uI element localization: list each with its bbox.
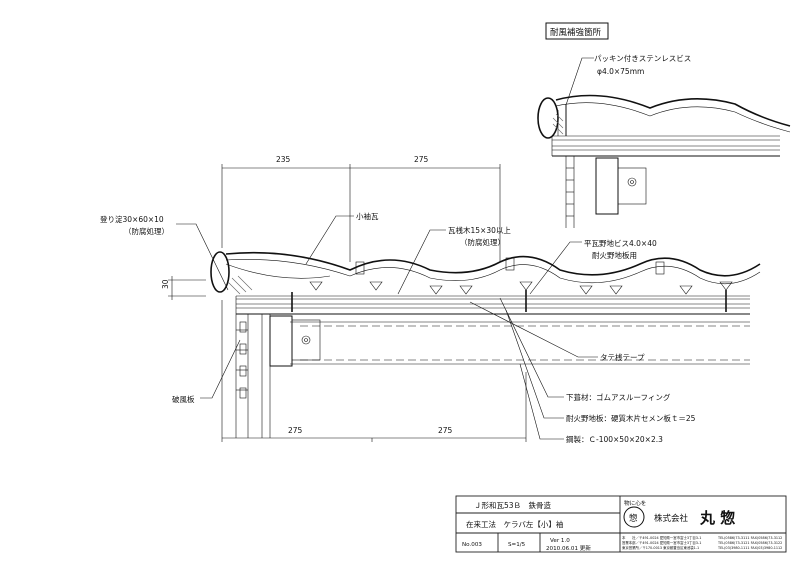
tel-line-2: TEL(0586)73-3121 FAX(0586)73-3122 — [717, 541, 782, 545]
tel-line-3: TEL(03)3980-1111 FAX(03)3980-1112 — [717, 546, 782, 550]
roof-layers — [235, 295, 750, 315]
scale: S=1/5 — [508, 542, 526, 548]
top-dimensions: 235 275 — [221, 155, 501, 262]
label-tate-san: タテ桟テープ — [600, 352, 645, 362]
motto: 物に心を — [624, 499, 646, 507]
company-prefix: 株式会社 — [654, 513, 689, 524]
label-steel: 鋼製：Ｃ-100×50×20×2.3 — [566, 434, 663, 444]
label-kobushi-tile: 小袖瓦 — [356, 211, 379, 221]
screw-leader — [565, 57, 594, 106]
company-seal — [623, 506, 645, 528]
address-line-1: 本 社／〒491-0024 愛知県一宮市富士3丁目3-1 — [622, 535, 701, 540]
screw-label: パッキン付きステンレスビス — [594, 53, 691, 63]
label-barge-board: 破風板 — [172, 394, 195, 404]
bottom-dimensions: 275 275 — [221, 300, 527, 442]
roof-tiles — [210, 251, 761, 312]
version: Ver 1.0 — [550, 538, 570, 544]
detail-heading-box — [545, 22, 609, 40]
dim-top-right: 275 — [414, 155, 429, 164]
label-batten-1: 瓦桟木15×30以上 — [448, 225, 511, 235]
label-batten-2: （防腐処理） — [460, 237, 505, 247]
dim-bottom-left: 275 — [288, 426, 303, 435]
address-line-2: 営業本部／〒491-0024 愛知県一宮市富士3丁目3-1 — [622, 540, 701, 545]
dim-height: 30 — [161, 279, 170, 289]
title-row1: Ｊ形和瓦53Ｂ 鉄骨造 — [474, 500, 552, 510]
tel-line-1: TEL(0586)73-3111 FAX(0586)73-3112 — [717, 536, 782, 540]
detail-heading: 耐風補強箇所 — [550, 27, 602, 38]
inset-steel — [565, 156, 647, 228]
label-fire-board: 耐火野地板：硬質木片セメン板ｔ＝25 — [566, 413, 696, 423]
label-nobori-yodo-1: 登り淀30×60×10 — [100, 214, 164, 224]
title-block: Ｊ形和瓦53Ｂ 鉄骨造 在来工法 ケラバ左【小】袖 No.003 S=1/5 V… — [455, 495, 787, 553]
callouts: 登り淀30×60×10 （防腐処理） 小袖瓦 瓦桟木15×30以上 （防腐処理）… — [100, 211, 696, 444]
date: 2010.06.01 更新 — [546, 544, 591, 552]
screw-size: φ4.0×75mm — [597, 67, 644, 76]
main-section — [210, 251, 761, 438]
inset-tile — [537, 94, 791, 139]
doc-no: No.003 — [462, 542, 482, 548]
label-flat-screw-2: 耐火野地板用 — [592, 250, 637, 260]
label-flat-screw-1: 平瓦野地ビス4.0×40 — [584, 238, 657, 248]
label-underlay: 下葺材：ゴムアスルーフィング — [566, 392, 671, 402]
seal-char: 惣 — [629, 513, 638, 524]
height-dimension: 30 — [161, 276, 206, 300]
company-name: 丸 惣 — [699, 509, 735, 527]
dim-bottom-right: 275 — [438, 426, 453, 435]
inset-roof-layers — [551, 135, 780, 157]
dim-top-left: 235 — [276, 155, 291, 164]
wind-reinforcement-detail: 耐風補強箇所 パッキン付きステンレスビス φ4.0×75mm — [537, 22, 791, 228]
label-nobori-yodo-2: （防腐処理） — [124, 226, 169, 236]
title-row2: 在来工法 ケラバ左【小】袖 — [466, 519, 563, 529]
barge-board — [235, 314, 249, 438]
address-line-3: 東京営業所／〒170-0013 東京都豊島区東池袋1-1 — [622, 545, 699, 550]
